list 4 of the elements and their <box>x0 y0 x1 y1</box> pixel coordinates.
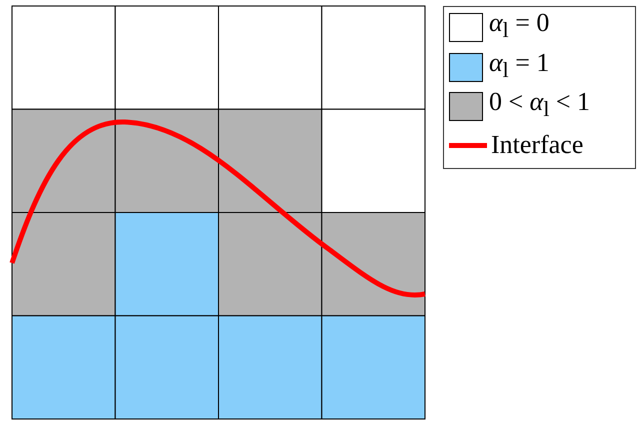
legend-label: 0 < α$_{l}$ < 1 <box>489 87 590 124</box>
legend-label: Interface <box>491 130 584 160</box>
legend-label: α$_{l}$ = 1 <box>489 48 550 85</box>
legend-label: α$_{l}$ = 0 <box>489 8 550 45</box>
